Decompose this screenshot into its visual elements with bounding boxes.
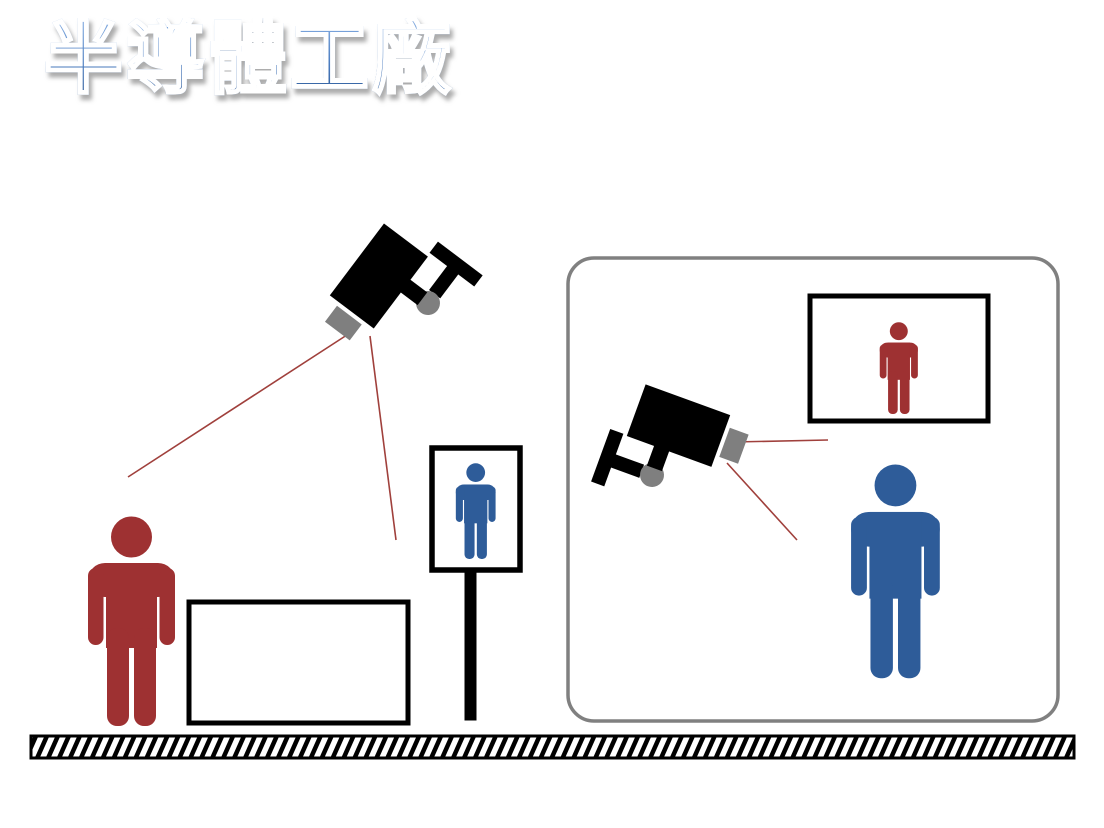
sight-line-left-a [127,332,351,478]
person-red-left-icon [88,516,175,726]
cctv-camera-left-icon [315,209,483,381]
slide-title: 半導體工廠 [43,13,454,105]
left-scene [88,209,523,726]
sign-post [464,567,477,721]
sight-line-left-b [369,335,397,541]
person-sign [429,445,523,721]
right-scene [566,256,1060,723]
sight-line-right-a [732,439,829,443]
ground-strip [29,734,1076,760]
equipment-box [186,599,411,726]
sight-line-right-b [726,462,798,541]
